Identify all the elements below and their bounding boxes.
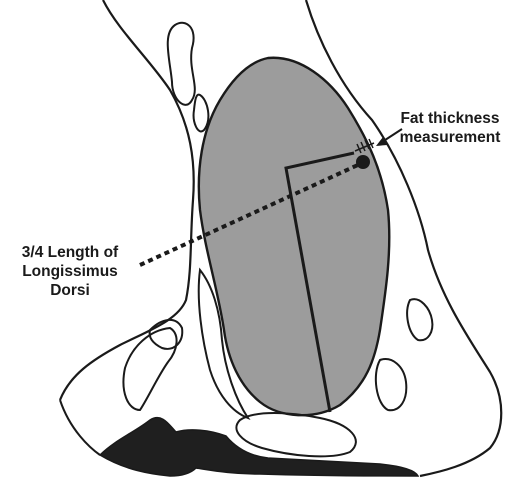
fat-thickness-label-line-1: Fat thickness <box>380 109 520 128</box>
bone-shape-right-lower <box>376 359 406 410</box>
fat-thickness-label-line-2: measurement <box>380 128 520 147</box>
longissimus-dorsi-muscle <box>199 58 389 415</box>
longissimus-label-line-1: 3/4 Length of <box>0 243 140 262</box>
fat-thickness-label: Fat thickness measurement <box>380 109 520 147</box>
longissimus-label-line-2: Longissimus <box>0 262 140 281</box>
rib-outline-left <box>60 0 194 400</box>
measurement-point <box>356 155 370 169</box>
bone-shape-right-small <box>407 299 432 340</box>
vertebral-body-shape <box>236 413 355 456</box>
baseline-outline <box>60 400 100 455</box>
bone-shape-upper-2 <box>194 95 209 132</box>
longissimus-length-label: 3/4 Length of Longissimus Dorsi <box>0 243 140 300</box>
bone-shape-mid-left <box>150 320 183 349</box>
longissimus-label-line-3: Dorsi <box>0 281 140 300</box>
